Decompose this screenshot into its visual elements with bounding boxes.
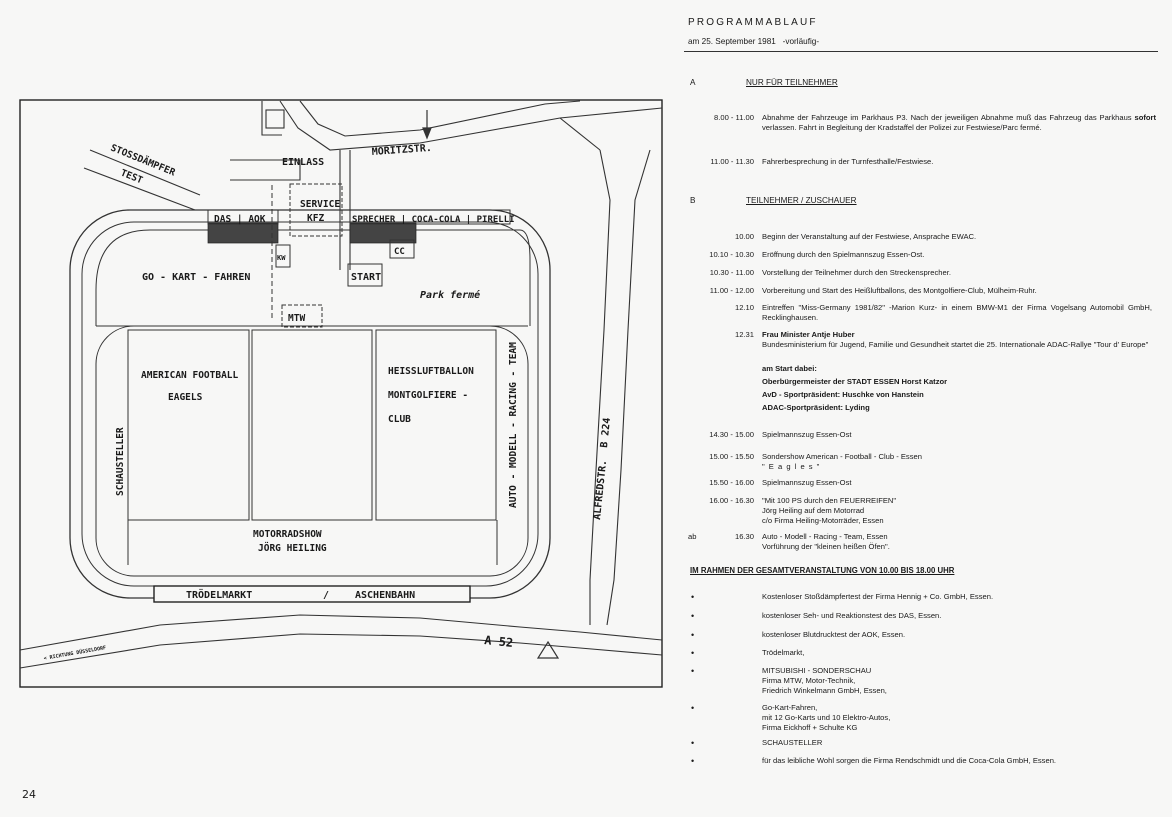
schedule-text: c/o Firma Heiling-Motorräder, Essen xyxy=(762,516,884,525)
schedule-time: 16.30 xyxy=(734,532,754,541)
list-item: SCHAUSTELLER xyxy=(762,738,823,747)
schedule-text: Bundesministerium für Jugend, Familie un… xyxy=(762,340,1149,349)
list-item: Firma Eickhoff + Schulte KG xyxy=(762,723,858,732)
map-go-kart: GO - KART - FAHREN xyxy=(142,272,250,283)
list-item: Go-Kart-Fahren, xyxy=(762,703,818,712)
bullet: • xyxy=(691,648,695,658)
map-motorradshow: MOTORRADSHOW xyxy=(253,529,322,540)
schedule-text: Eintreffen "Miss-Germany 1981/82" -Mario… xyxy=(762,303,1152,323)
list-item: Trödelmarkt, xyxy=(762,648,805,657)
schedule-text: Jörg Heiling auf dem Motorrad xyxy=(762,506,865,515)
schedule-time: 16.00 - 16.30 xyxy=(709,496,754,505)
map-alfredstr: ALFREDSTR. xyxy=(592,459,609,520)
list-item: Friedrich Winkelmann GmbH, Essen, xyxy=(762,686,887,695)
list-item: Kostenloser Stoßdämpfertest der Firma He… xyxy=(762,592,994,601)
map-park-ferme: Park fermé xyxy=(420,289,480,301)
map-aschenbahn: ASCHENBAHN xyxy=(355,590,415,601)
map-shock-test: STOSSDÄMPFER xyxy=(109,143,177,179)
map-football2: EAGELS xyxy=(168,392,203,403)
bullet: • xyxy=(691,666,695,676)
map-balloon: HEISSLUFTBALLON xyxy=(388,366,474,377)
schedule-time: 15.50 - 16.00 xyxy=(709,478,754,487)
map-booths-right: SPRECHER | COCA-COLA | PIRELLI xyxy=(352,215,515,225)
list-item: kostenloser Blutdrucktest der AOK, Essen… xyxy=(762,630,906,639)
program-date: am 25. September 1981 -vorläufig- xyxy=(688,37,820,46)
schedule-text: AvD - Sportpräsident: Huschke von Hanste… xyxy=(762,390,924,399)
map-auto-modell: AUTO - MODELL - RACING - TEAM xyxy=(508,342,519,508)
map-balloon3: CLUB xyxy=(388,414,411,425)
list-item: mit 12 Go-Karts und 10 Elektro-Autos, xyxy=(762,713,891,722)
bullet: • xyxy=(691,738,695,748)
schedule-text: Vorbereitung und Start des Heißluftballo… xyxy=(762,286,1037,295)
schedule-text: Spielmannszug Essen-Ost xyxy=(762,430,852,439)
section-c-heading: IM RAHMEN DER GESAMTVERANSTALTUNG VON 10… xyxy=(690,566,955,575)
site-map: MORITZSTR. ALFREDSTR. B 224 A 52 < RICHT… xyxy=(19,99,663,688)
map-mtw: MTW xyxy=(288,313,305,324)
schedule-text: " E a g l e s " xyxy=(762,462,821,471)
schedule-text: Beginn der Veranstaltung auf der Festwie… xyxy=(762,232,977,241)
schedule-text: Spielmannszug Essen-Ost xyxy=(762,478,852,487)
bullet: • xyxy=(691,611,695,621)
schedule-time: 10.30 - 11.00 xyxy=(709,268,754,277)
map-service: SERVICE xyxy=(300,199,340,210)
program-title: PROGRAMMABLAUF xyxy=(688,17,818,28)
bullet: • xyxy=(691,630,695,640)
map-service2: KFZ xyxy=(307,213,324,224)
map-football: AMERICAN FOOTBALL xyxy=(141,370,239,381)
schedule-time: 12.10 xyxy=(734,303,754,312)
map-motorradshow2: JÖRG HEILING xyxy=(258,543,327,554)
list-item: MITSUBISHI - SONDERSCHAU xyxy=(762,666,872,675)
header-rule xyxy=(684,51,1158,52)
schedule-text: "Mit 100 PS durch den FEUERREIFEN" xyxy=(762,496,897,505)
schedule-text: Abnahme der Fahrzeuge im Parkhaus P3. Na… xyxy=(762,113,1156,133)
schedule-time: 14.30 - 15.00 xyxy=(709,430,754,439)
schedule-time: 11.00 - 12.00 xyxy=(709,286,754,295)
map-troedel-sep: / xyxy=(323,590,329,601)
schedule-text: Sondershow American - Football - Club - … xyxy=(762,452,922,461)
list-item: Firma MTW, Motor-Technik, xyxy=(762,676,856,685)
bullet: • xyxy=(691,592,695,602)
schedule-time: 11.00 - 11.30 xyxy=(710,157,754,166)
map-a52: A 52 xyxy=(484,633,514,650)
list-item: kostenloser Seh- und Reaktionstest des D… xyxy=(762,611,942,620)
schedule-text: Fahrerbesprechung in der Turnfesthalle/F… xyxy=(762,157,934,166)
bullet: • xyxy=(691,703,695,713)
schedule-text: Vorstellung der Teilnehmer durch den Str… xyxy=(762,268,951,277)
map-entrance: EINLASS xyxy=(282,157,324,168)
schedule-text: Auto - Modell - Racing - Team, Essen xyxy=(762,532,888,541)
list-item: für das leibliche Wohl sorgen die Firma … xyxy=(762,756,1057,765)
schedule-time: 10.10 - 10.30 xyxy=(709,250,754,259)
map-troedelmarkt: TRÖDELMARKT xyxy=(186,587,252,601)
schedule-text: Vorführung der "kleinen heißen Öfen". xyxy=(762,542,890,551)
map-moritzstr: MORITZSTR. xyxy=(371,143,432,158)
schedule-text: Eröffnung durch den Spielmannszug Essen-… xyxy=(762,250,925,259)
map-b224: B 224 xyxy=(599,417,613,448)
schedule-time: 10.00 xyxy=(734,232,754,241)
schedule-time: 8.00 - 11.00 xyxy=(714,113,754,122)
map-kw: KW xyxy=(277,254,286,262)
schedule-time: 15.00 - 15.50 xyxy=(709,452,754,461)
map-cc: CC xyxy=(394,247,405,257)
map-schausteller: SCHAUSTELLER xyxy=(115,427,126,496)
map-start: START xyxy=(351,272,381,283)
schedule-text: ADAC-Sportpräsident: Lyding xyxy=(762,403,870,412)
schedule-text: Frau Minister Antje Huber xyxy=(762,330,855,339)
map-booths-left: DAS | AOK xyxy=(214,214,266,225)
page-number: 24 xyxy=(22,788,36,801)
schedule-text: Oberbürgermeister der STADT ESSEN Horst … xyxy=(762,377,948,386)
schedule-time: 12.31 xyxy=(734,330,754,339)
schedule-text: am Start dabei: xyxy=(762,364,817,373)
schedule-prefix: ab xyxy=(688,532,697,541)
map-balloon2: MONTGOLFIERE - xyxy=(388,390,468,401)
bullet: • xyxy=(691,756,695,766)
